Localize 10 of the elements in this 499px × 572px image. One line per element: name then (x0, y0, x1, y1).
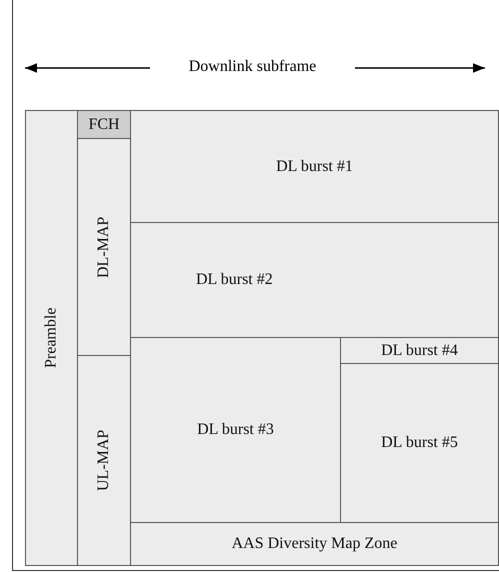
frame-region: DL burst #2 (130, 222, 499, 338)
frame-region: DL burst #4 (340, 337, 499, 364)
frame-region: Preamble (25, 110, 78, 566)
frame-region: UL-MAP (77, 355, 131, 566)
frame-region: DL burst #3 (130, 337, 341, 523)
frame-region: DL burst #1 (130, 110, 499, 223)
frame-region: DL-MAP (77, 138, 131, 356)
frame-region: AAS Diversity Map Zone (130, 522, 499, 566)
frame-region: DL burst #5 (340, 363, 499, 523)
frame-region: FCH (77, 110, 131, 139)
